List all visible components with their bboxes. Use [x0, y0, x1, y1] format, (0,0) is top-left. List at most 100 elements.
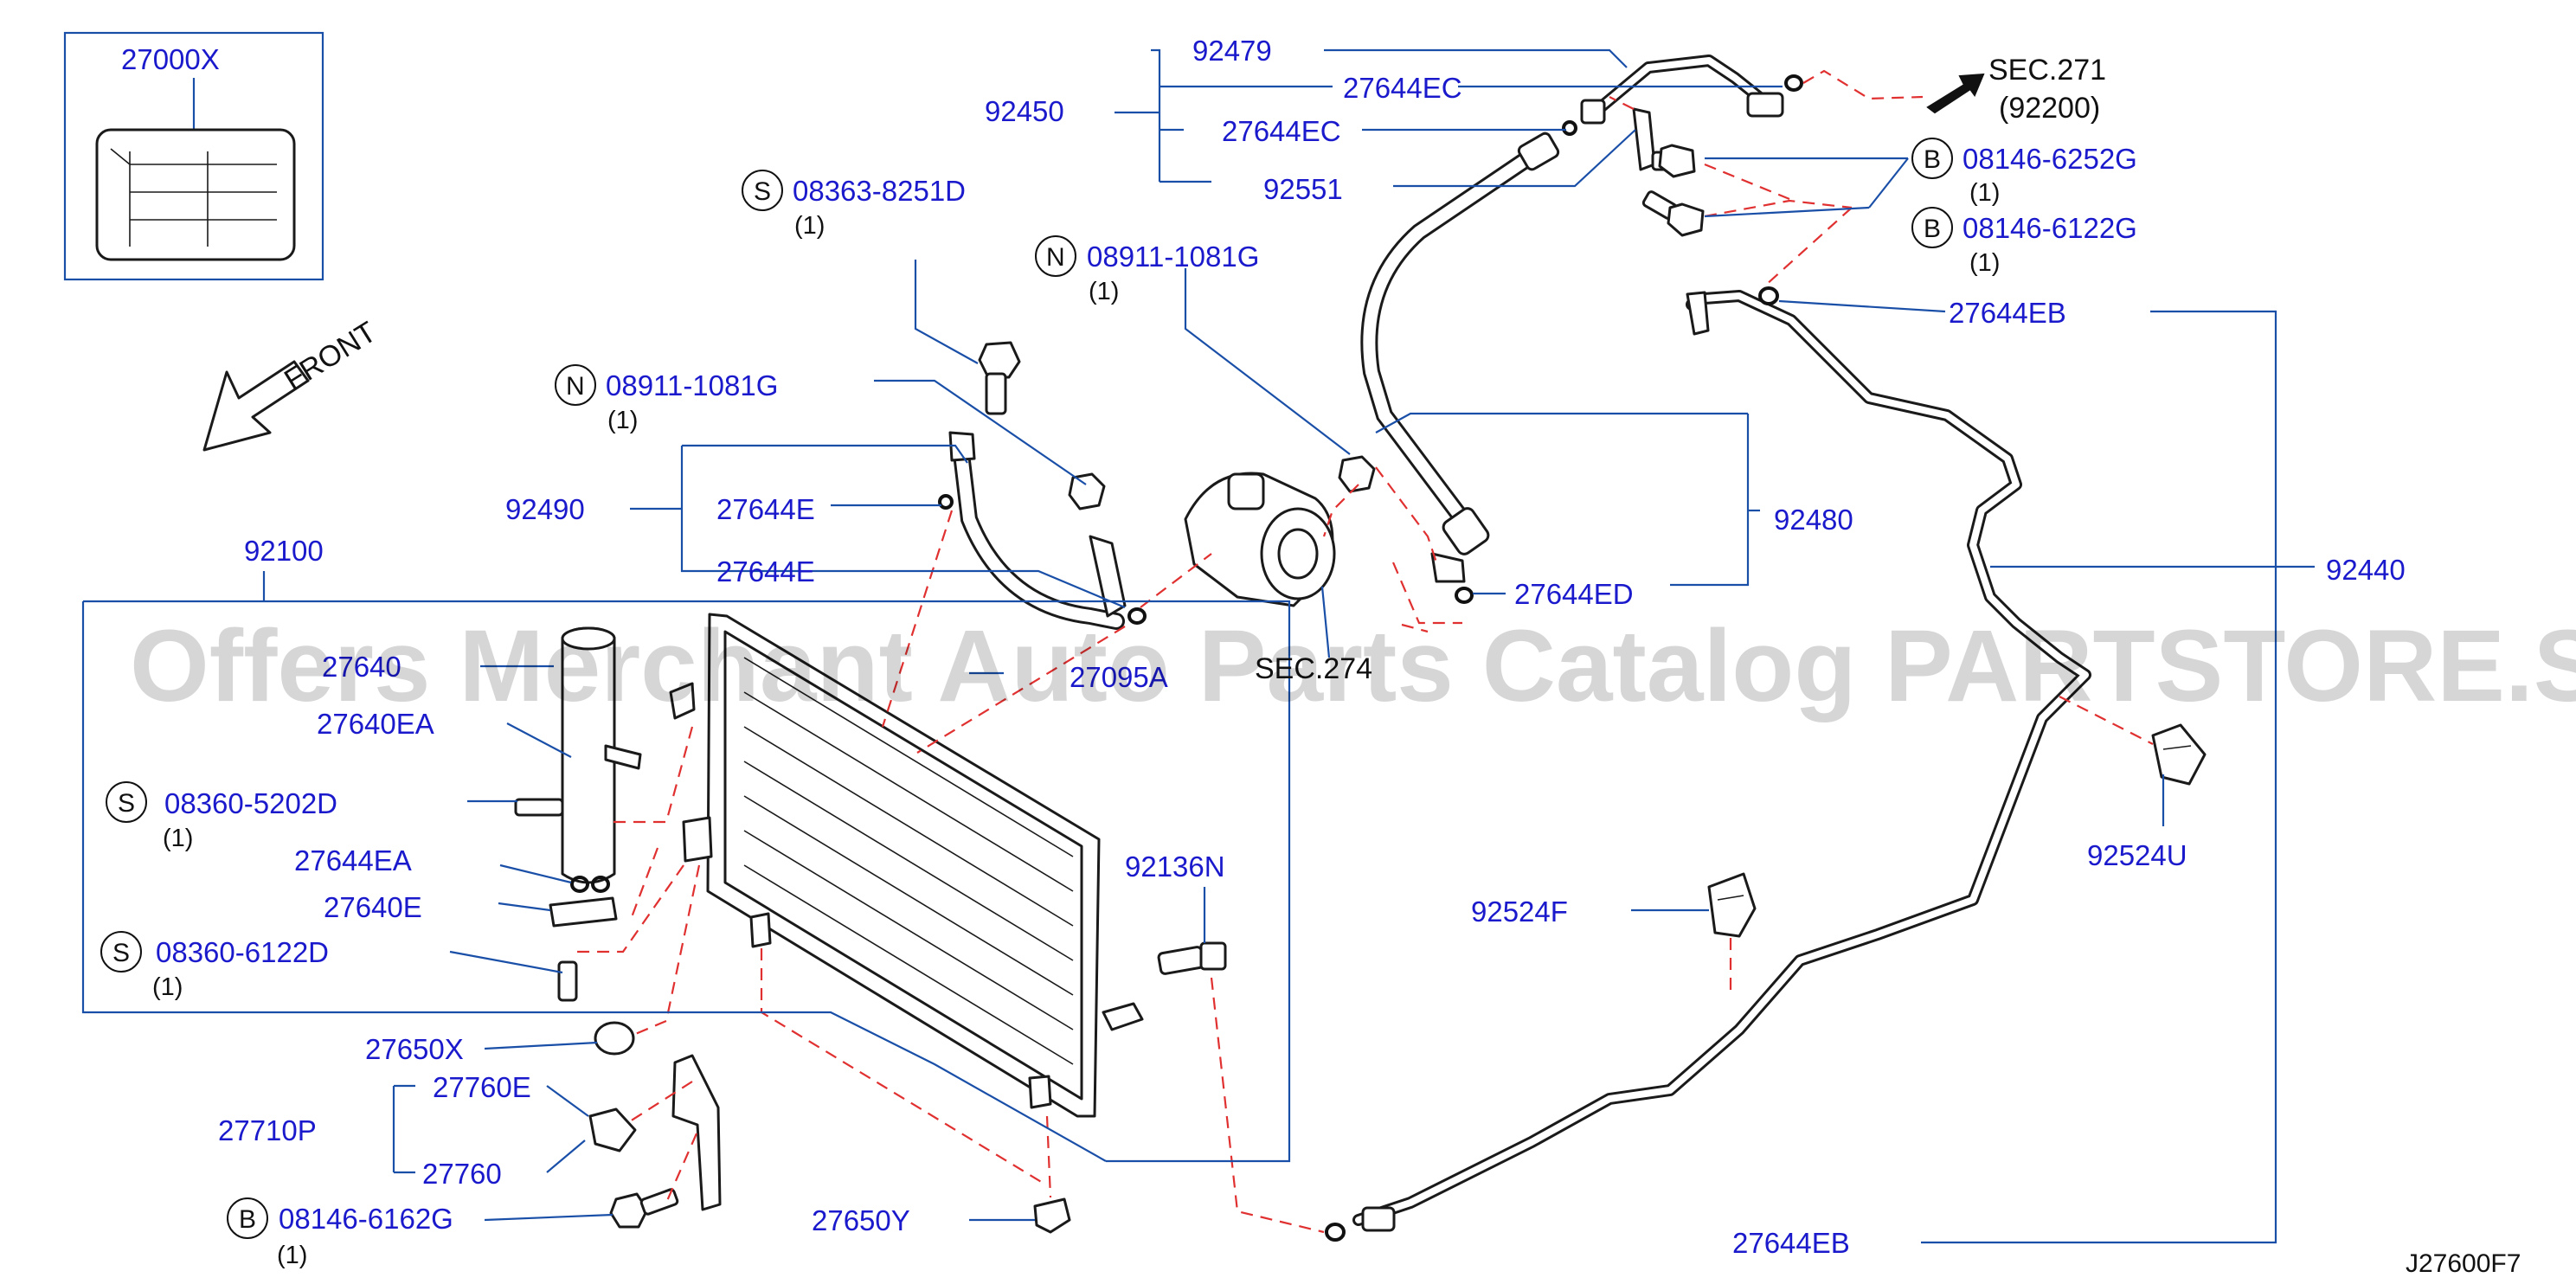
- part-labels: 92479 92450 27644EC 27644EC 92551 08146-…: [152, 35, 2406, 1269]
- nut-08911-b-icon: [1338, 455, 1376, 493]
- part-label-27760[interactable]: 27760: [422, 1158, 502, 1190]
- part-label-27000X[interactable]: 27000X: [121, 43, 220, 75]
- front-direction-arrow: FRONT: [202, 316, 382, 452]
- part-label-27650Y[interactable]: 27650Y: [812, 1204, 910, 1236]
- part-label-08146-6122G[interactable]: 08146-6122G: [1963, 212, 2137, 244]
- part-label-92136N[interactable]: 92136N: [1125, 851, 1225, 883]
- svg-text:N: N: [566, 372, 585, 401]
- mount-27650Y-icon: [1033, 1197, 1071, 1234]
- pressure-switch-icon: [1157, 941, 1227, 975]
- part-label-27095A[interactable]: 27095A: [1070, 661, 1168, 693]
- o-ring-27644EB-bottom-icon: [1325, 1223, 1346, 1242]
- badge-n-08911-b: N: [1035, 235, 1076, 277]
- qty-6252G: (1): [1969, 179, 2000, 207]
- part-label-27644EA[interactable]: 27644EA: [294, 844, 412, 876]
- part-label-92524F[interactable]: 92524F: [1471, 896, 1568, 928]
- svg-text:S: S: [754, 177, 771, 206]
- svg-text:B: B: [1924, 215, 1941, 243]
- svg-text:S: S: [112, 939, 130, 967]
- part-label-27640[interactable]: 27640: [322, 651, 401, 683]
- part-label-08360-6122D[interactable]: 08360-6122D: [156, 936, 329, 968]
- bushing-27760-icon: [588, 1107, 637, 1152]
- mount-27650X-icon: [594, 1021, 635, 1056]
- bolt-5202D-icon: [514, 798, 564, 817]
- o-ring-92479-icon: [1784, 74, 1803, 92]
- badges: S N N B B S S B: [100, 138, 1953, 1239]
- part-label-08146-6162G[interactable]: 08146-6162G: [279, 1203, 453, 1235]
- part-label-92524U[interactable]: 92524U: [2087, 839, 2187, 871]
- svg-text:B: B: [239, 1205, 256, 1234]
- part-label-92450[interactable]: 92450: [985, 95, 1064, 127]
- bolt-6162G-icon: [609, 1188, 679, 1229]
- section-271-ref: SEC.271 (92200): [1926, 54, 2106, 125]
- part-label-27710P[interactable]: 27710P: [218, 1114, 317, 1146]
- o-ring-27644E-icon: [938, 494, 954, 510]
- part-label-08911-1081G-b[interactable]: 08911-1081G: [1087, 241, 1259, 273]
- part-label-27650X[interactable]: 27650X: [365, 1033, 464, 1065]
- leader-lines: [81, 48, 2315, 1244]
- bracket-27710P-icon: [588, 1054, 722, 1229]
- qty-6162G: (1): [277, 1242, 307, 1269]
- part-label-27644EC-b[interactable]: 27644EC: [1222, 115, 1341, 147]
- part-label-92480[interactable]: 92480: [1774, 504, 1853, 536]
- part-label-27644E-b[interactable]: 27644E: [716, 555, 815, 587]
- label-27000X-group: 27000X: [63, 31, 324, 281]
- dashed-guide-lines: [571, 69, 2154, 1234]
- qty-6122G: (1): [1969, 249, 2000, 277]
- part-label-27644EB-top[interactable]: 27644EB: [1949, 297, 2066, 329]
- plate-27640E-icon: [549, 896, 618, 928]
- bolt-6122G-icon: [1641, 190, 1705, 237]
- o-ring-27644EB-top-icon: [1758, 286, 1779, 305]
- diagram-code: J27600F7: [2406, 1249, 2521, 1278]
- svg-text:B: B: [1924, 145, 1941, 174]
- part-label-92490[interactable]: 92490: [505, 493, 585, 525]
- section-arrow-icon: [1926, 73, 1985, 114]
- svg-text:S: S: [118, 789, 135, 818]
- section-271-title[interactable]: SEC.271: [1988, 54, 2106, 87]
- qty-08911-b: (1): [1089, 278, 1119, 305]
- part-label-92551[interactable]: 92551: [1263, 173, 1343, 205]
- svg-text:N: N: [1046, 243, 1065, 272]
- part-label-08363-8251D[interactable]: 08363-8251D: [793, 175, 966, 207]
- watermark-text: Offers Merchant Auto Parts Catalog PARTS…: [130, 609, 2576, 723]
- qty-8251D: (1): [794, 212, 825, 240]
- clip-92524U-icon: [2151, 723, 2207, 786]
- part-label-27644EC-a[interactable]: 27644EC: [1343, 72, 1462, 104]
- condenser-icon: [669, 613, 1144, 1118]
- receiver-drier-icon: [514, 626, 642, 1002]
- qty-6122D: (1): [152, 973, 183, 1001]
- part-label-08911-1081G-a[interactable]: 08911-1081G: [606, 369, 778, 401]
- label-27000X-box: [63, 31, 324, 281]
- qty-5202D: (1): [163, 825, 193, 852]
- badge-s-6122D: S: [100, 931, 142, 973]
- o-ring-27644EA-icon: [570, 876, 589, 893]
- part-label-27644EB-bottom[interactable]: 27644EB: [1732, 1227, 1850, 1259]
- badge-b-6122G: B: [1911, 207, 1953, 248]
- bolt-6122D-icon: [557, 960, 578, 1002]
- caution-label-icon: [95, 128, 296, 261]
- part-label-27644E-a[interactable]: 27644E: [716, 493, 815, 525]
- front-label: FRONT: [279, 316, 382, 397]
- hose-assembly-92450: [1360, 55, 1803, 604]
- o-ring-27644EC-icon: [1562, 120, 1577, 136]
- clip-92524F-icon: [1707, 872, 1757, 938]
- hose-92490: [938, 431, 1147, 630]
- part-label-27760E[interactable]: 27760E: [433, 1071, 531, 1103]
- nut-08911-a-icon: [1068, 472, 1106, 510]
- part-label-92100[interactable]: 92100: [244, 535, 324, 567]
- qty-08911-a: (1): [607, 407, 638, 434]
- bolt-6252G-icon: [1651, 144, 1696, 178]
- part-label-92440[interactable]: 92440: [2326, 554, 2406, 586]
- compressor-icon: [1184, 472, 1336, 607]
- bolt-08363-icon: [978, 341, 1021, 415]
- part-label-92479[interactable]: 92479: [1192, 35, 1272, 67]
- part-label-sec274[interactable]: SEC.274: [1255, 652, 1372, 685]
- part-label-08146-6252G[interactable]: 08146-6252G: [1963, 143, 2137, 175]
- part-label-27640E[interactable]: 27640E: [324, 891, 422, 923]
- badge-s-8251D: S: [742, 170, 783, 211]
- o-ring-27644ED-icon: [1455, 587, 1474, 604]
- part-label-27644ED[interactable]: 27644ED: [1514, 578, 1634, 610]
- part-label-08360-5202D[interactable]: 08360-5202D: [164, 787, 337, 819]
- part-label-27640EA[interactable]: 27640EA: [317, 708, 434, 740]
